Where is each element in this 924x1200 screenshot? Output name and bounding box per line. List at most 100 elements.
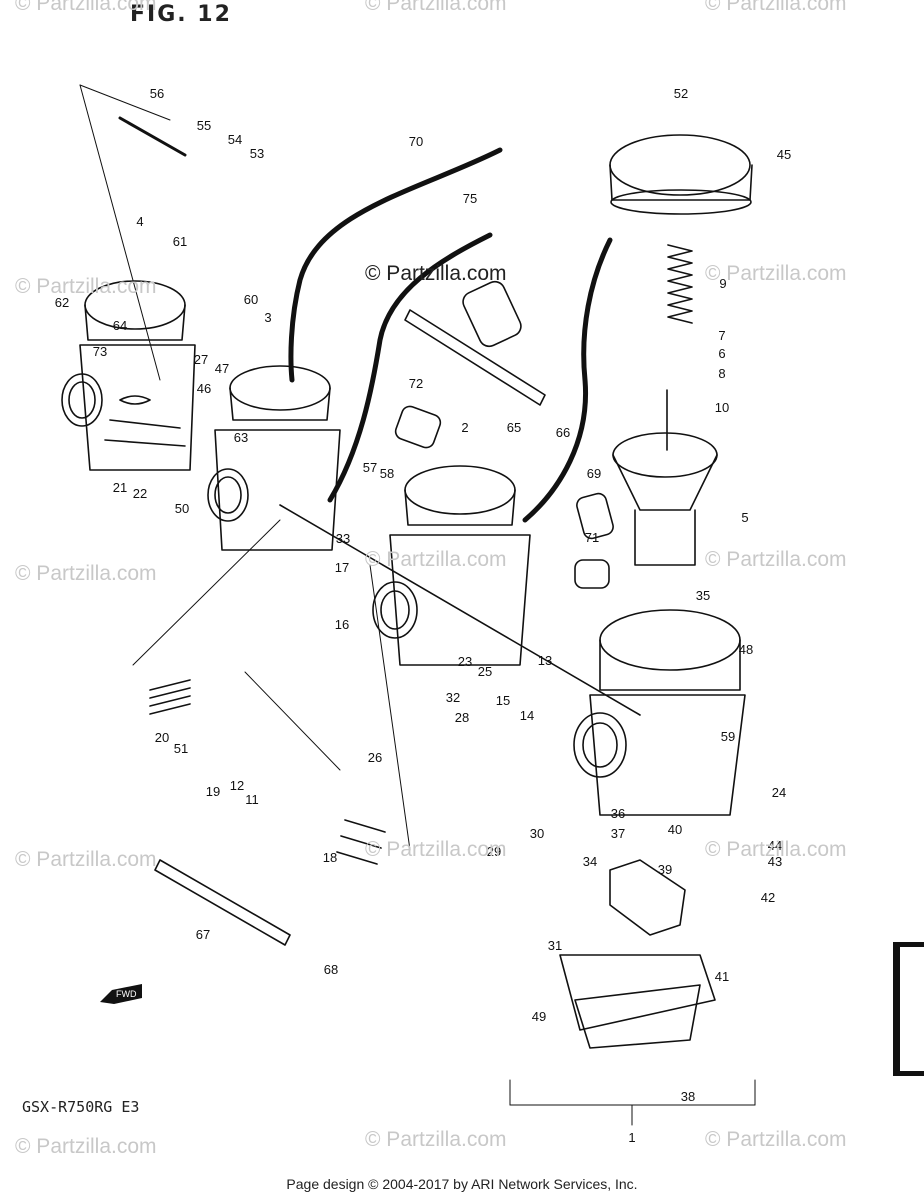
fwd-label: FWD [116, 989, 137, 999]
callout-58: 58 [380, 466, 394, 481]
callout-45: 45 [777, 147, 791, 162]
watermark: © Partzilla.com [705, 548, 847, 571]
callout-13: 13 [538, 653, 552, 668]
callout-25: 25 [478, 664, 492, 679]
callout-50: 50 [175, 501, 189, 516]
callout-27: 27 [194, 352, 208, 367]
callout-19: 19 [206, 784, 220, 799]
callout-26: 26 [368, 750, 382, 765]
throttle-shaft [279, 504, 641, 716]
diaphragm-piston [612, 389, 718, 566]
float-chamber [559, 954, 716, 1049]
carburetor-left [61, 280, 196, 471]
watermark: © Partzilla.com [15, 275, 157, 298]
top-cap [609, 134, 753, 215]
callout-75: 75 [463, 191, 477, 206]
spring-13 [336, 819, 386, 865]
callout-46: 46 [197, 381, 211, 396]
watermark: © Partzilla.com [705, 1128, 847, 1151]
model-label: GSX-R750RG E3 [22, 1098, 140, 1116]
callout-53: 53 [250, 146, 264, 161]
callout-40: 40 [668, 822, 682, 837]
callout-47: 47 [215, 361, 229, 376]
spring [667, 244, 693, 324]
callout-35: 35 [696, 588, 710, 603]
carburetor-right [573, 609, 746, 816]
callout-3: 3 [264, 310, 271, 325]
callout-29: 29 [487, 844, 501, 859]
hose-75 [327, 232, 493, 503]
callout-51: 51 [174, 741, 188, 756]
callout-23: 23 [458, 654, 472, 669]
callout-10: 10 [715, 400, 729, 415]
callout-7: 7 [718, 328, 725, 343]
callout-21: 21 [113, 480, 127, 495]
callout-71: 71 [585, 530, 599, 545]
callout-31: 31 [548, 938, 562, 953]
callout-14: 14 [520, 708, 534, 723]
watermark: © Partzilla.com [705, 262, 847, 285]
cable-56 [118, 116, 187, 157]
callout-63: 63 [234, 430, 248, 445]
callout-70: 70 [409, 134, 423, 149]
callout-38: 38 [681, 1089, 695, 1104]
plate-67 [154, 859, 291, 946]
callout-62: 62 [55, 295, 69, 310]
spring-20 [149, 679, 191, 715]
callout-68: 68 [324, 962, 338, 977]
callout-42: 42 [761, 890, 775, 905]
watermark: © Partzilla.com [365, 838, 507, 861]
watermark: © Partzilla.com [705, 0, 847, 15]
watermark: © Partzilla.com [365, 1128, 507, 1151]
callout-4: 4 [136, 214, 143, 229]
callout-55: 55 [197, 118, 211, 133]
callout-1: 1 [628, 1130, 635, 1145]
callout-9: 9 [719, 276, 726, 291]
callout-34: 34 [583, 854, 597, 869]
page-footer: Page design © 2004-2017 by ARI Network S… [286, 1176, 638, 1192]
callout-52: 52 [674, 86, 688, 101]
callout-8: 8 [718, 366, 725, 381]
callout-49: 49 [532, 1009, 546, 1024]
callout-66: 66 [556, 425, 570, 440]
callout-44: 44 [768, 838, 782, 853]
callout-18: 18 [323, 850, 337, 865]
callout-57: 57 [363, 460, 377, 475]
callout-61: 61 [173, 234, 187, 249]
callout-41: 41 [715, 969, 729, 984]
callout-39: 39 [658, 862, 672, 877]
watermark: © Partzilla.com [365, 548, 507, 571]
hose-71 [574, 559, 610, 589]
callout-56: 56 [150, 86, 164, 101]
callout-48: 48 [739, 642, 753, 657]
watermark: © Partzilla.com [15, 848, 157, 871]
float [609, 859, 686, 936]
callout-22: 22 [133, 486, 147, 501]
watermark: © Partzilla.com [15, 0, 157, 15]
bracket-65 [404, 309, 546, 406]
callout-54: 54 [228, 132, 242, 147]
hose-74 [462, 280, 522, 348]
callout-12: 12 [230, 778, 244, 793]
callout-11: 11 [245, 792, 259, 807]
callout-24: 24 [772, 785, 786, 800]
callout-17: 17 [335, 560, 349, 575]
callout-36: 36 [611, 806, 625, 821]
page-bracket [893, 942, 924, 1076]
watermark: © Partzilla.com [15, 1135, 157, 1158]
callout-32: 32 [446, 690, 460, 705]
callout-60: 60 [244, 292, 258, 307]
callout-37: 37 [611, 826, 625, 841]
carburetor-2 [372, 465, 531, 666]
figure-title: FIG. 12 [130, 2, 232, 27]
callout-5: 5 [741, 510, 748, 525]
callout-30: 30 [530, 826, 544, 841]
hose-72 [394, 405, 442, 449]
callout-67: 67 [196, 927, 210, 942]
watermark: © Partzilla.com [365, 0, 507, 15]
fwd-arrow-icon: FWD [100, 982, 144, 1012]
hose-70-left [288, 147, 503, 383]
carburetor-3 [207, 365, 341, 551]
